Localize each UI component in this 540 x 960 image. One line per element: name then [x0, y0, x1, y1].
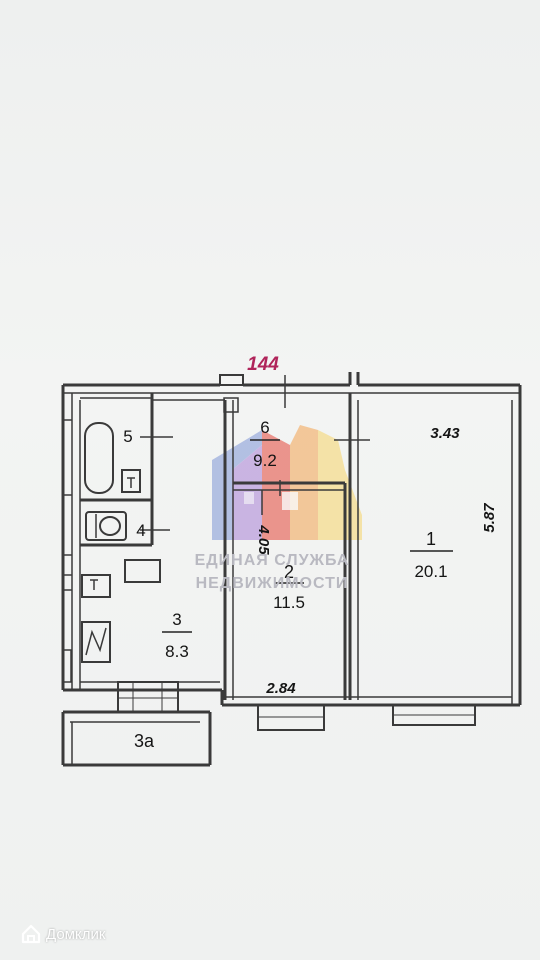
watermark-line-2: НЕДВИЖИМОСТИ — [196, 575, 349, 592]
watermark-line-1: ЕДИНАЯ СЛУЖБА — [195, 552, 350, 569]
room-2-width-dimension: 2.84 — [265, 680, 296, 697]
fraction-lines — [162, 439, 453, 633]
brand-watermark: Домклик — [20, 922, 105, 946]
brand-name: Домклик — [46, 925, 106, 943]
room-3-area: 8.3 — [165, 642, 189, 661]
room-4-number: 4 — [136, 521, 145, 540]
interior-walls — [62, 375, 370, 713]
room-2-number: 2 — [284, 562, 294, 582]
apartment-number: 144 — [247, 354, 279, 375]
room-1-width-dimension: 3.43 — [430, 425, 460, 442]
room-1-number: 1 — [426, 529, 436, 549]
room-1-length-dimension: 5.87 — [481, 503, 498, 533]
room-6-number: 6 — [260, 418, 269, 437]
room-5-number: 5 — [123, 427, 132, 446]
room-3a-number: 3а — [134, 731, 155, 751]
room-2-length-dimension: 4.05 — [255, 524, 272, 555]
room-2-area: 11.5 — [273, 593, 305, 612]
domclick-house-icon — [21, 924, 41, 944]
room-1-area: 20.1 — [414, 562, 447, 581]
room-6-area: 9.2 — [253, 451, 277, 470]
room-3-number: 3 — [172, 610, 181, 629]
